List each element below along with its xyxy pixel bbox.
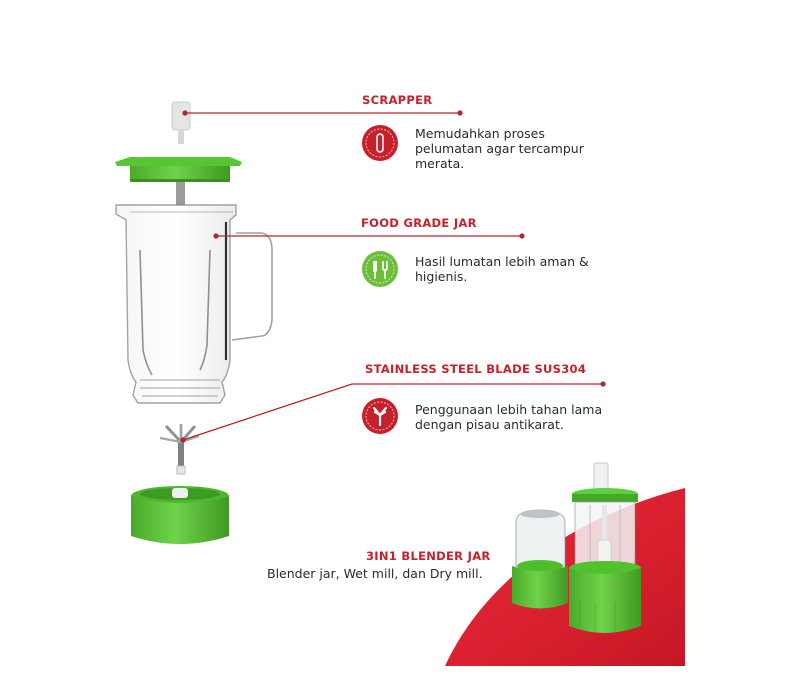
wet-mill-jar: [569, 462, 641, 633]
blade-description: Penggunaan lebih tahan lama dengan pisau…: [415, 402, 603, 432]
jar-base: [131, 486, 229, 544]
scrapper-title: SCRAPPER: [362, 93, 433, 107]
scrapper-icon: [361, 124, 399, 162]
cutlery-icon: [361, 250, 399, 288]
blade-title: STAINLESS STEEL BLADE SUS304: [365, 362, 587, 376]
dry-mill-jar: [512, 509, 568, 609]
leader-lines: [182, 112, 603, 441]
scrapper-description: Memudahkan proses pelumatan agar tercamp…: [415, 126, 584, 171]
scrapper-handle: [171, 101, 191, 131]
three-in-one-description: Blender jar, Wet mill, dan Dry mill.: [267, 566, 483, 581]
jar-lid: [115, 157, 242, 166]
blade-icon: [361, 397, 399, 435]
blade-assembly: [159, 424, 200, 475]
food-grade-jar-title: FOOD GRADE JAR: [361, 216, 477, 230]
three-in-one-title: 3IN1 BLENDER JAR: [366, 549, 491, 563]
blade-leader: [182, 383, 603, 441]
food-grade-jar-description: Hasil lumatan lebih aman & higienis.: [415, 254, 589, 284]
jar-handle: [231, 232, 273, 341]
